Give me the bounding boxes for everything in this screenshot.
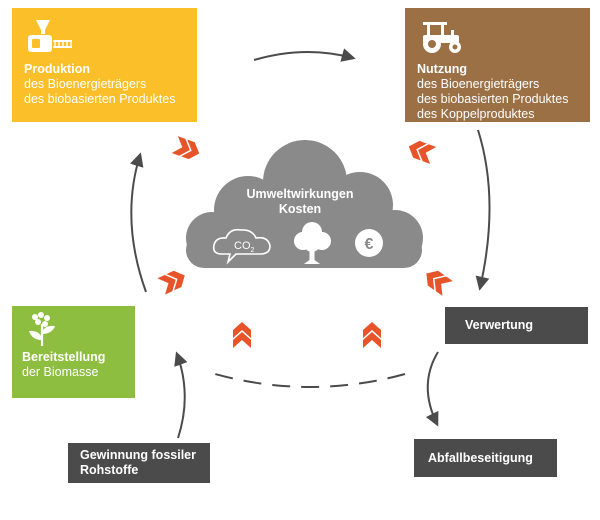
arrow-recycling-to-supply-dashed [214, 373, 406, 388]
fossil-label-line1: Gewinnung fossiler [80, 448, 196, 462]
use-line: des Bioenergieträgers [417, 77, 540, 91]
machine-icon [28, 20, 72, 52]
fossil-label-line2: Rohstoffe [80, 463, 139, 477]
chevron-bottom-left [233, 322, 251, 348]
arrow-production-to-use [253, 48, 356, 62]
tractor-icon [423, 22, 461, 53]
production-line: des Bioenergieträgers [24, 77, 147, 91]
co2-cloud-icon [212, 228, 271, 265]
cloud-text: Umweltwirkungen Kosten [215, 187, 385, 217]
supply-line: der Biomasse [22, 365, 99, 379]
recycling-label: Verwertung [465, 318, 534, 332]
chevron-top-right [405, 138, 437, 164]
production-title: Produktion [24, 62, 90, 76]
use-box: Nutzung des Bioenergieträgers des biobas… [405, 8, 590, 122]
plant-icon [29, 312, 55, 346]
production-line: des biobasierten Produktes [24, 92, 176, 106]
co2-label: CO2 [234, 240, 255, 254]
arrow-recycling-to-disposal [425, 351, 439, 427]
arrow-fossil-to-supply [174, 351, 188, 439]
svg-text:€: € [365, 236, 374, 253]
chevron-bottom-right [363, 322, 381, 348]
chevron-mid-right [421, 266, 453, 296]
arrow-supply-to-production [130, 152, 147, 293]
supply-box: Bereitstellung der Biomasse [12, 306, 135, 398]
use-line: des Koppelproduktes [417, 107, 535, 121]
cloud-subtitle: Kosten [278, 202, 322, 216]
fossil-raw-materials-box: Gewinnung fossiler Rohstoffe [68, 443, 210, 483]
arrow-use-to-recycling [475, 129, 491, 291]
chevron-mid-left [157, 267, 189, 295]
chevron-top-left [171, 136, 203, 162]
disposal-label: Abfallbeseitigung [428, 451, 533, 465]
use-line: des biobasierten Produktes [417, 92, 569, 106]
tree-icon [294, 222, 331, 264]
use-title: Nutzung [417, 62, 467, 76]
supply-title: Bereitstellung [22, 350, 106, 364]
euro-icon: € [355, 229, 383, 257]
production-box: Produktion des Bioenergieträgers des bio… [12, 8, 197, 122]
recycling-box: Verwertung [445, 307, 588, 344]
disposal-box: Abfallbeseitigung [414, 439, 557, 477]
cloud-title: Umweltwirkungen [246, 187, 354, 201]
